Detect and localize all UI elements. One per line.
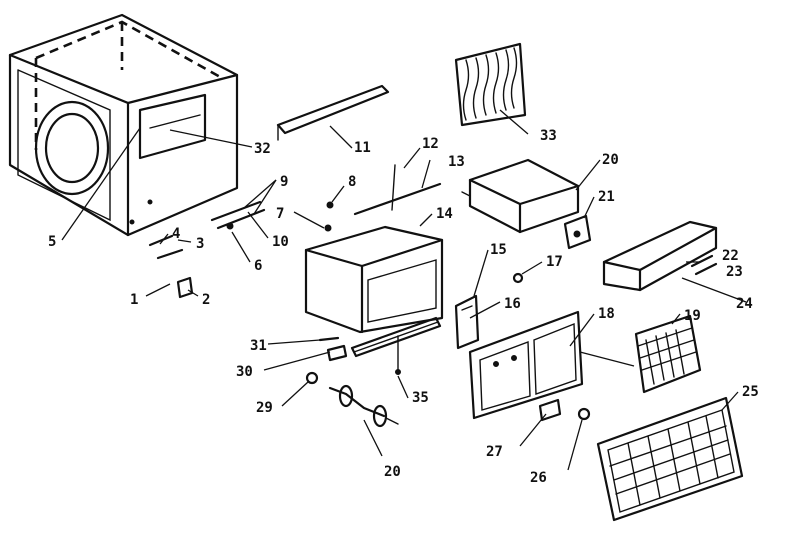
leader-lines <box>61 109 747 471</box>
motor-shaft <box>328 384 399 428</box>
label-32: 32 <box>254 141 271 157</box>
bracket-15-16 <box>454 294 480 350</box>
label-20-bottom: 20 <box>384 464 401 480</box>
label-27: 27 <box>486 444 503 460</box>
label-1: 1 <box>130 292 138 308</box>
label-12: 12 <box>422 136 439 152</box>
label-4: 4 <box>172 226 180 242</box>
cabinet-housing <box>8 13 239 237</box>
label-25: 25 <box>742 384 759 400</box>
top-rail <box>276 84 390 141</box>
channel-bar <box>350 316 442 375</box>
label-7: 7 <box>276 206 284 222</box>
label-6: 6 <box>254 258 262 274</box>
label-21: 21 <box>598 189 615 205</box>
fin-pack <box>454 42 527 127</box>
label-26: 26 <box>530 470 547 486</box>
drain-pan <box>602 220 718 292</box>
label-11: 11 <box>354 140 371 156</box>
label-13: 13 <box>448 154 465 170</box>
label-9: 9 <box>280 174 288 190</box>
label-30: 30 <box>236 364 253 380</box>
fasteners-29-31 <box>305 336 348 385</box>
screws-3-4 <box>148 234 184 260</box>
block-21 <box>563 214 592 250</box>
duct-tray <box>461 158 580 234</box>
filter-19 <box>634 314 702 394</box>
knob-parts-26-27 <box>538 398 591 422</box>
label-18: 18 <box>598 306 615 322</box>
clip-2 <box>176 276 194 299</box>
box-housing <box>304 225 444 334</box>
label-20-top: 20 <box>602 152 619 168</box>
label-5: 5 <box>48 234 56 250</box>
part-labels: 1 2 3 4 5 6 7 8 9 10 11 12 13 14 15 16 1… <box>48 128 759 486</box>
label-14: 14 <box>436 206 453 222</box>
side-bracket <box>210 200 266 230</box>
rod-12-13 <box>324 164 442 232</box>
label-8: 8 <box>348 174 356 190</box>
label-16: 16 <box>504 296 521 312</box>
label-17: 17 <box>546 254 563 270</box>
label-29: 29 <box>256 400 273 416</box>
label-35: 35 <box>412 390 429 406</box>
label-15: 15 <box>490 242 507 258</box>
label-24: 24 <box>736 296 753 312</box>
label-2: 2 <box>202 292 210 308</box>
control-panel <box>468 310 584 420</box>
label-31: 31 <box>250 338 267 354</box>
label-19: 19 <box>684 308 701 324</box>
label-10: 10 <box>272 234 289 250</box>
label-22: 22 <box>722 248 739 264</box>
small-parts-17-22-23 <box>512 254 718 284</box>
front-grille <box>596 396 744 522</box>
label-3: 3 <box>196 236 204 252</box>
label-23: 23 <box>726 264 743 280</box>
label-33: 33 <box>540 128 557 144</box>
